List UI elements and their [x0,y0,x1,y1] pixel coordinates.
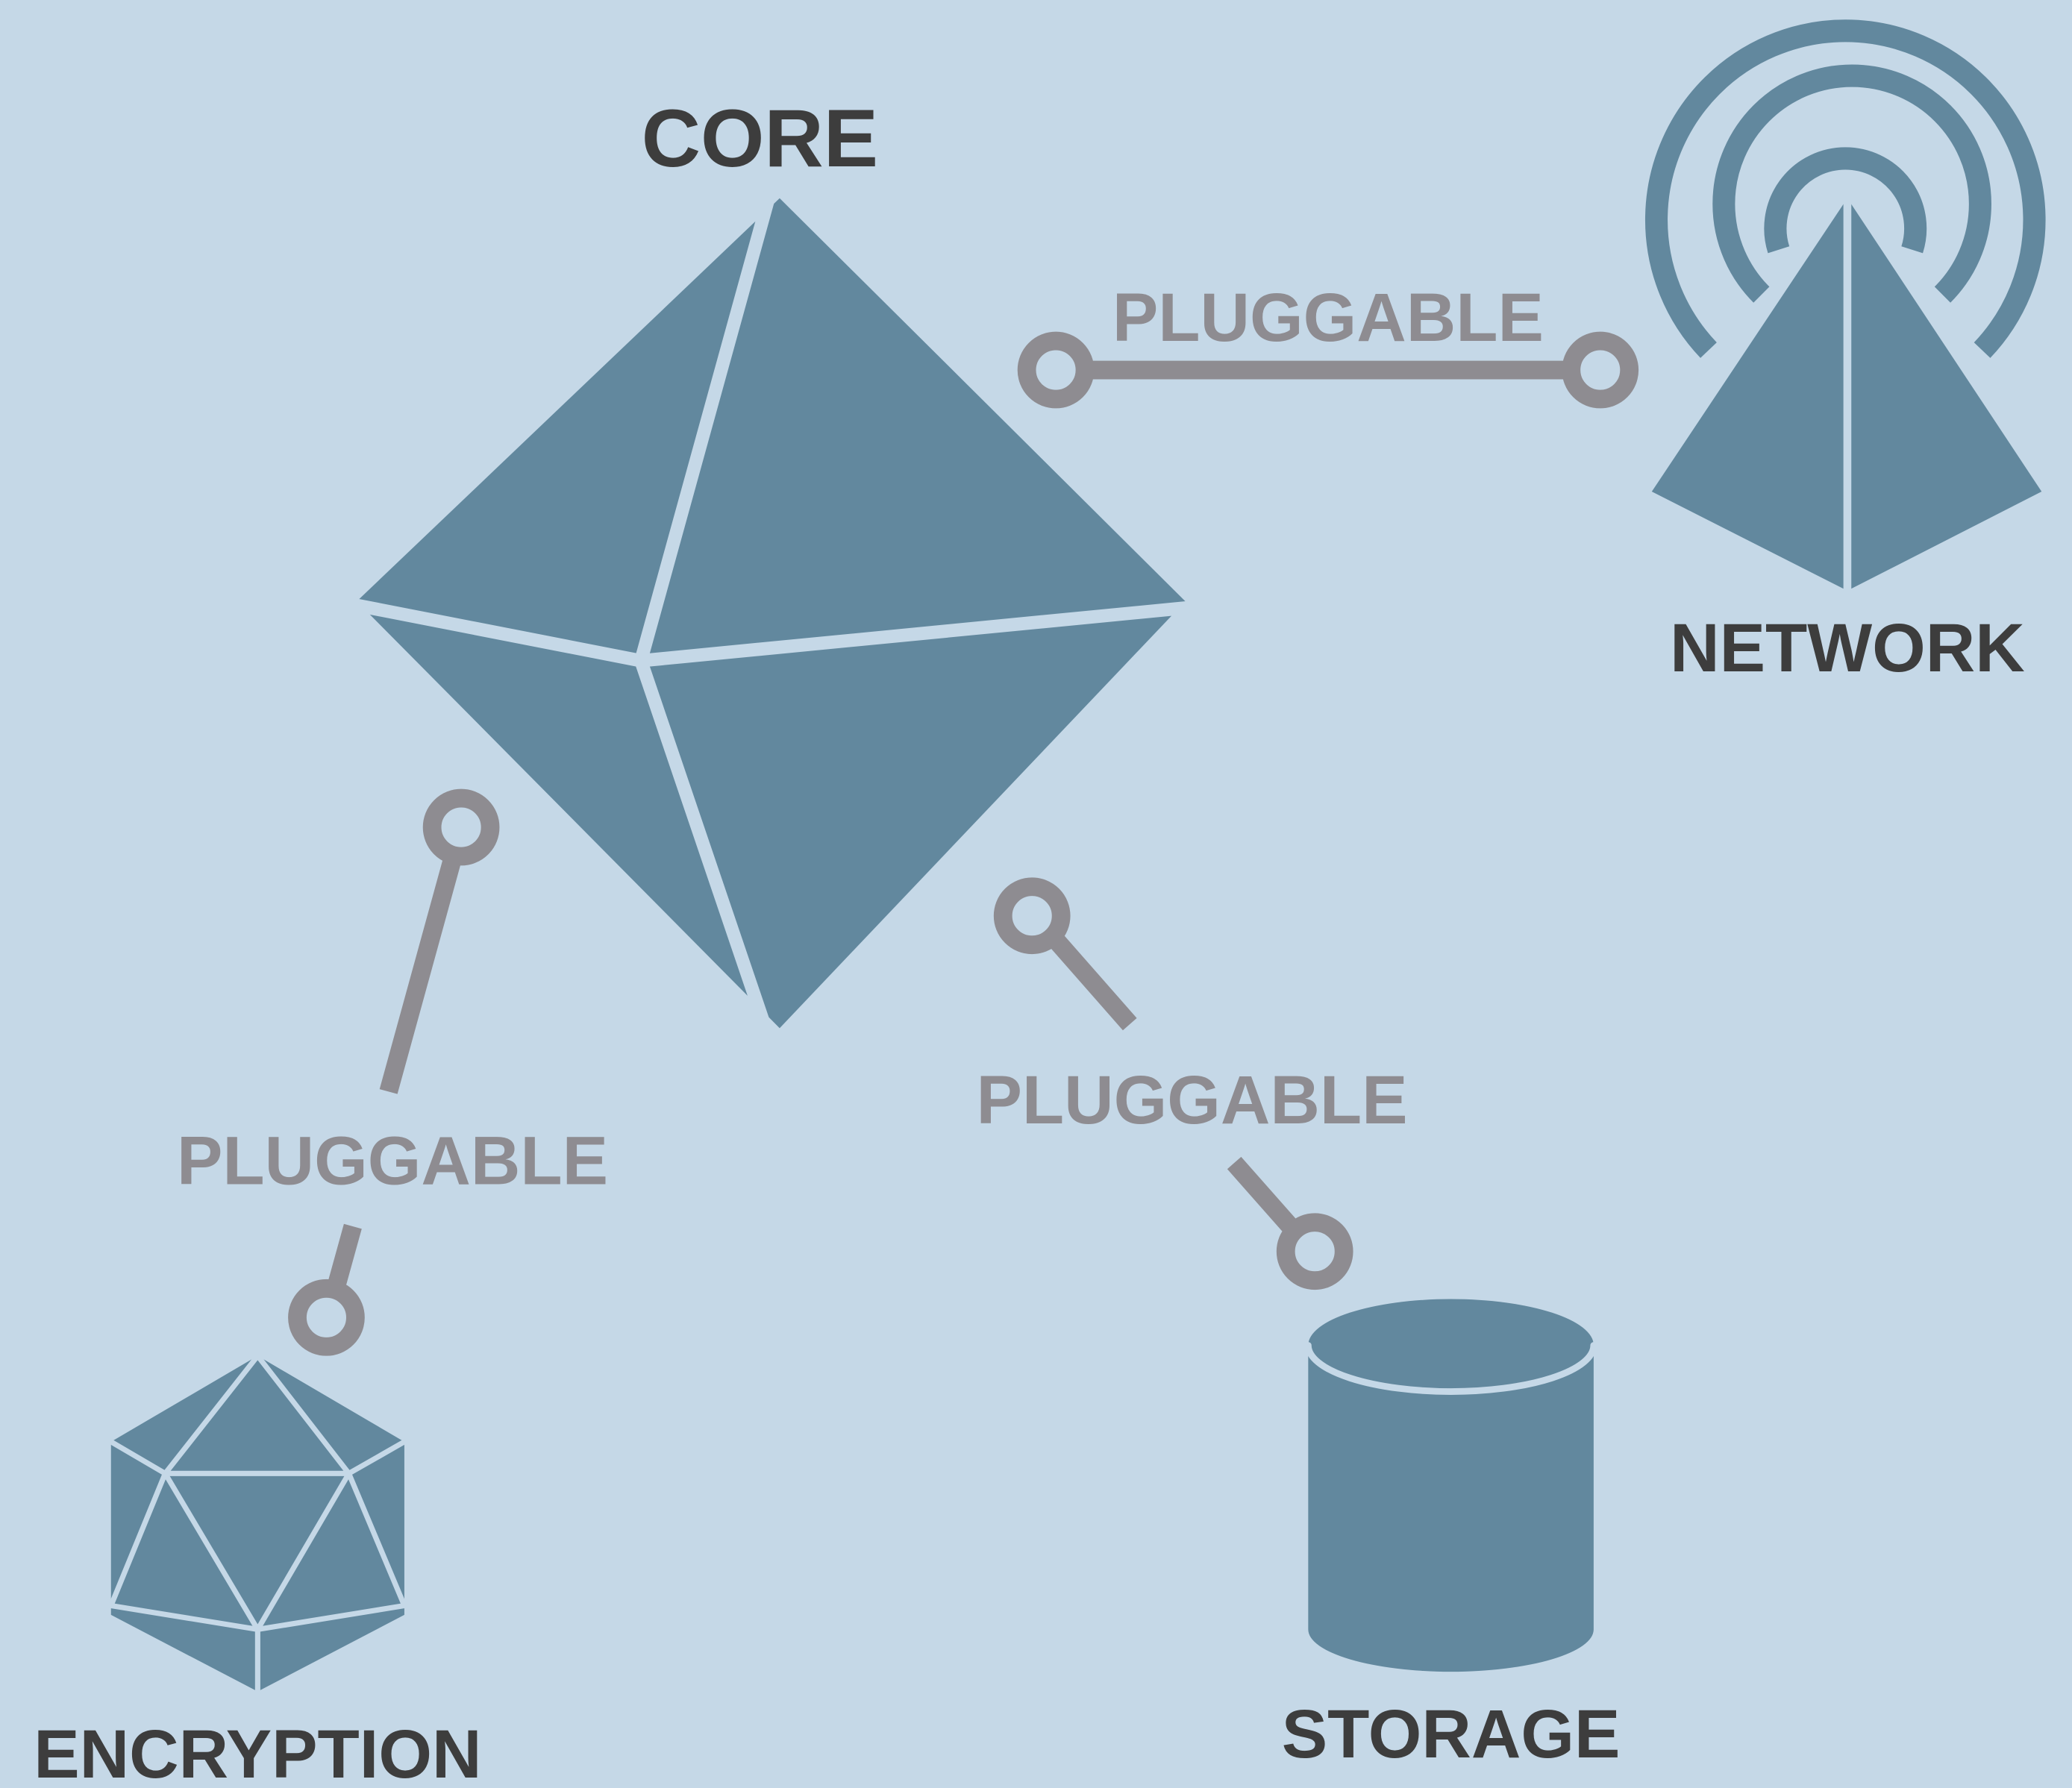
encryption-label: ENCRYPTION [34,1716,481,1788]
plug-end-storage [1276,1213,1353,1290]
icosahedron-icon [108,1353,407,1695]
pluggable-label-network: PLUGGABLE [1112,279,1544,356]
core-label: CORE [642,93,878,184]
connector-core-encryption: PLUGGABLE [177,788,608,1356]
core-node: CORE [350,93,1192,1038]
pluggable-label-storage: PLUGGABLE [976,1061,1407,1138]
antenna-icon [1644,19,2046,595]
storage-node: STORAGE [1282,1299,1621,1772]
network-node: NETWORK [1644,19,2046,686]
connector-core-storage: PLUGGABLE [976,877,1408,1290]
encryption-node: ENCRYPTION [34,1353,481,1788]
storage-label: STORAGE [1282,1696,1621,1772]
database-cylinder-icon [1304,1299,1597,1672]
network-label: NETWORK [1670,609,2025,686]
plug-end-core [1017,331,1095,409]
plug-end-encryption [288,1279,365,1356]
pluggable-label-encryption: PLUGGABLE [177,1122,608,1199]
plug-end-core [993,877,1071,955]
octahedron-icon [350,185,1192,1038]
connector-core-network: PLUGGABLE [1017,279,1639,409]
plug-end-network [1562,331,1639,409]
plug-end-core [422,788,500,866]
